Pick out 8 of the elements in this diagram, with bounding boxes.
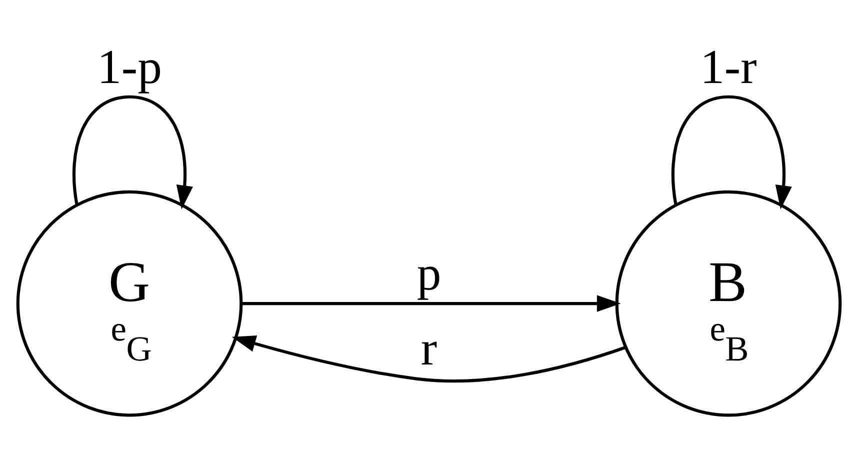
edge-label: 1-p	[97, 40, 162, 94]
edge-label: p	[416, 246, 442, 300]
arrow	[72, 95, 193, 210]
arrow	[232, 336, 626, 383]
edge-label: 1-r	[700, 40, 757, 94]
arrow	[671, 95, 792, 210]
edge-label: r	[420, 322, 438, 376]
arrow	[241, 295, 621, 312]
